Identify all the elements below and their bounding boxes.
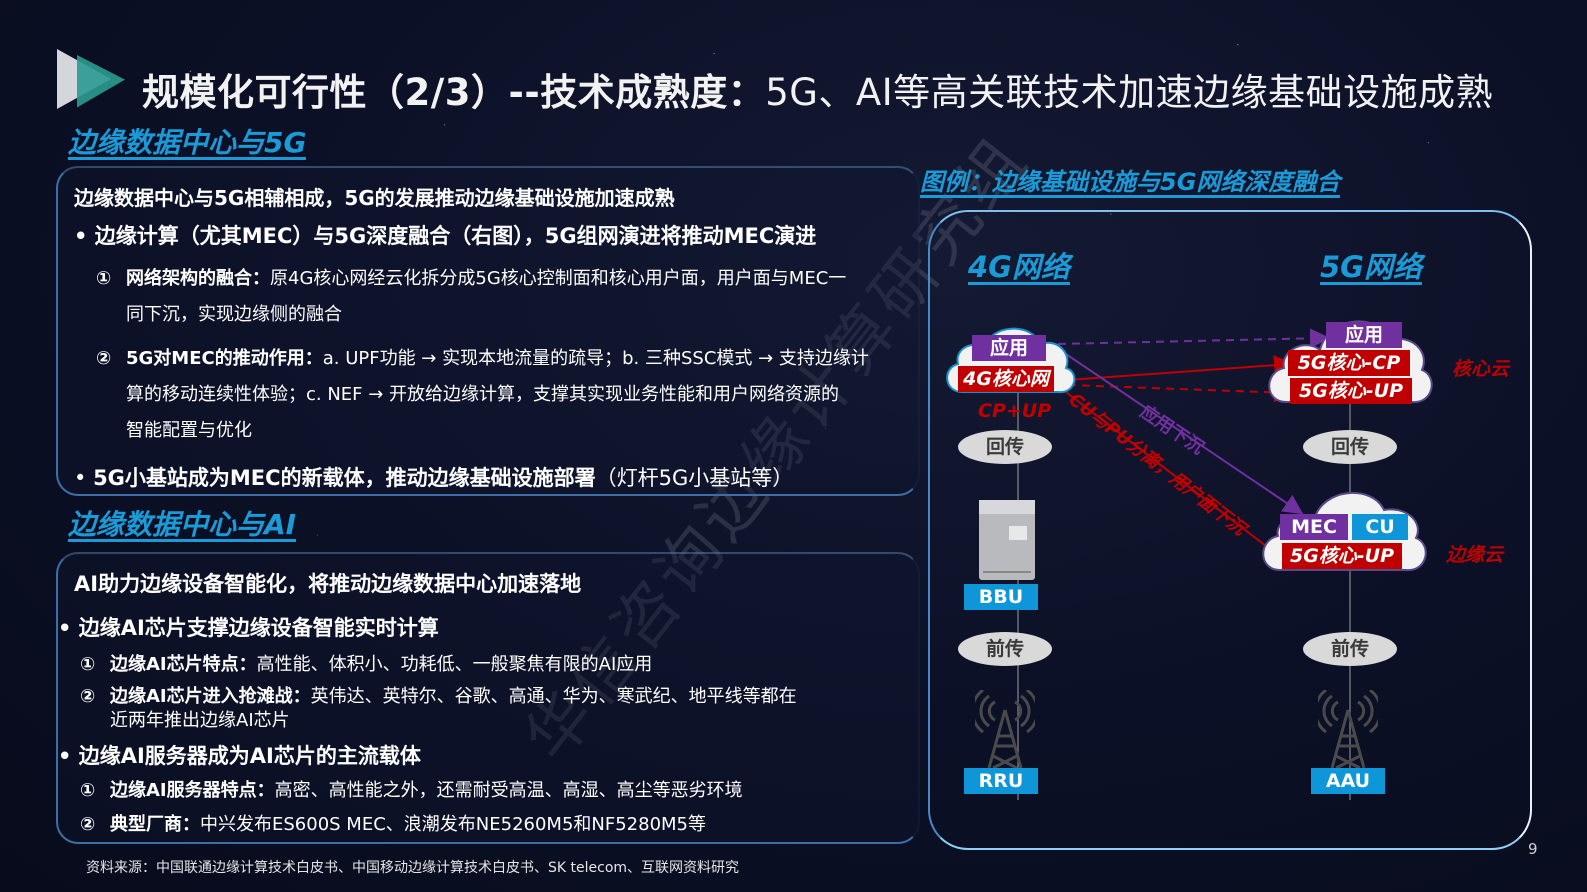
bullet-5g-2-bold: 5G小基站成为MEC的新载体，推动边缘基础设施部署 (93, 466, 596, 490)
section-heading-5g: 边缘数据中心与5G (68, 126, 307, 161)
page-title: 规模化可行性（2/3）--技术成熟度：5G、AI等高关联技术加速边缘基础设施成熟 (142, 62, 1493, 116)
item-ai-3: ① 边缘AI服务器特点：高密、高性能之外，还需耐受高温、高湿、高尘等恶劣环境 (80, 776, 743, 802)
tag-5g-app: 应用 (1326, 322, 1402, 348)
item-label: 边缘AI芯片进入抢滩战： (110, 686, 311, 707)
bullet-5g-2-rest: （灯杆5G小基站等） (595, 466, 794, 490)
bbu-device-icon (979, 500, 1035, 580)
tag-cu: CU (1352, 514, 1408, 540)
item-text: 原4G核心网经云化拆分成5G核心控制面和核心用户面，用户面与MEC一 (270, 268, 847, 289)
item-label: 典型厂商： (110, 814, 200, 835)
tag-bbu: BBU (964, 584, 1038, 610)
bullet-5g-2: • 5G小基站成为MEC的新载体，推动边缘基础设施部署（灯杆5G小基站等） (74, 466, 794, 490)
item-ai-1: ① 边缘AI芯片特点：高性能、体积小、功耗低、一般聚焦有限的AI应用 (80, 650, 652, 676)
item-5g-1: ① 网络架构的融合：原4G核心网经云化拆分成5G核心控制面和核心用户面，用户面与M… (96, 264, 846, 290)
item-label: 5G对MEC的推动作用： (126, 348, 323, 369)
item-text: 高密、高性能之外，还需耐受高温、高湿、高尘等恶劣环境 (274, 780, 743, 801)
item-ai-4: ② 典型厂商：中兴发布ES600S MEC、浪潮发布NE5260M5和NF5280… (80, 810, 706, 836)
oval-4g-fronthaul: 前传 (958, 632, 1052, 666)
bullet-5g-1: • 边缘计算（尤其MEC）与5G深度融合（右图），5G组网演进将推动MEC演进 (74, 224, 817, 248)
oval-5g-fronthaul: 前传 (1303, 632, 1397, 666)
tag-mec: MEC (1280, 514, 1348, 540)
bullet-ai-1: • 边缘AI芯片支撑边缘设备智能实时计算 (58, 616, 439, 640)
lead-5g: 边缘数据中心与5G相辅相成，5G的发展推动边缘基础设施加速成熟 (74, 186, 675, 210)
tag-aau: AAU (1311, 768, 1385, 794)
oval-4g-backhaul: 回传 (958, 430, 1052, 464)
section-heading-ai: 边缘数据中心与AI (68, 508, 297, 543)
title-subtitle: 5G、AI等高关联技术加速边缘基础设施成熟 (765, 71, 1494, 114)
panel-ai (56, 552, 920, 844)
tag-4g-core: 4G核心网 (958, 366, 1054, 392)
item-number: ② (80, 814, 96, 835)
item-ai-2-cont: 近两年推出边缘AI芯片 (110, 710, 290, 731)
panel-5g (56, 166, 920, 496)
source-note: 资料来源：中国联通边缘计算技术白皮书、中国移动边缘计算技术白皮书、SK tele… (86, 860, 740, 876)
label-cp-up: CP+UP (978, 400, 1052, 422)
diagram-caption: 图例：边缘基础设施与5G网络深度融合 (920, 169, 1341, 199)
net-4g-title: 4G网络 (968, 250, 1070, 286)
page-number: 9 (1528, 840, 1538, 858)
cell-tower-5g-icon (1318, 690, 1378, 770)
bullet-ai-2: • 边缘AI服务器成为AI芯片的主流载体 (58, 744, 421, 768)
item-number: ① (80, 780, 96, 801)
tag-rru: RRU (964, 768, 1038, 794)
oval-5g-backhaul: 回传 (1303, 430, 1397, 464)
tag-5g-edge-up: 5G核心-UP (1282, 543, 1402, 569)
tag-4g-app: 应用 (972, 335, 1046, 361)
label-core-cloud: 核心云 (1452, 358, 1510, 380)
item-number: ② (96, 348, 112, 369)
bullet-ai-1-text: 边缘AI芯片支撑边缘设备智能实时计算 (78, 616, 439, 640)
item-5g-2-cont2: 智能配置与优化 (126, 420, 252, 441)
bullet-ai-2-text: 边缘AI服务器成为AI芯片的主流载体 (78, 744, 421, 768)
item-text: 英伟达、英特尔、谷歌、高通、华为、寒武纪、地平线等都在 (310, 686, 797, 707)
bullet-5g-1-text: 边缘计算（尤其MEC）与5G深度融合（右图），5G组网演进将推动MEC演进 (94, 224, 817, 248)
lead-ai: AI助力边缘设备智能化，将推动边缘数据中心加速落地 (74, 572, 582, 596)
item-text: 高性能、体积小、功耗低、一般聚焦有限的AI应用 (256, 654, 653, 675)
item-ai-2: ② 边缘AI芯片进入抢滩战：英伟达、英特尔、谷歌、高通、华为、寒武纪、地平线等都在 (80, 682, 797, 708)
tag-5g-core-cp: 5G核心-CP (1288, 350, 1410, 376)
item-label: 网络架构的融合： (126, 268, 270, 289)
title-main: 规模化可行性（2/3）--技术成熟度： (142, 71, 766, 114)
brand-logo-icon (57, 49, 125, 109)
item-5g-2: ② 5G对MEC的推动作用：a. UPF功能 → 实现本地流量的疏导；b. 三种S… (96, 344, 869, 370)
item-label: 边缘AI服务器特点： (110, 780, 275, 801)
item-label: 边缘AI芯片特点： (110, 654, 257, 675)
item-5g-2-cont: 算的移动连续性体验；c. NEF → 开放给边缘计算，支撑其实现业务性能和用户网… (126, 384, 840, 405)
net-5g-title: 5G网络 (1320, 250, 1422, 286)
item-number: ① (80, 654, 96, 675)
label-edge-cloud: 边缘云 (1446, 544, 1504, 566)
item-text: 中兴发布ES600S MEC、浪潮发布NE5260M5和NF5280M5等 (200, 814, 707, 835)
tag-5g-core-up: 5G核心-UP (1290, 378, 1412, 404)
item-number: ① (96, 268, 112, 289)
item-5g-1-cont: 同下沉，实现边缘侧的融合 (126, 304, 342, 325)
item-number: ② (80, 686, 96, 707)
diagram-frame (928, 210, 1532, 850)
item-text: a. UPF功能 → 实现本地流量的疏导；b. 三种SSC模式 → 支持边缘计 (322, 348, 869, 369)
cell-tower-4g-icon (975, 690, 1035, 770)
